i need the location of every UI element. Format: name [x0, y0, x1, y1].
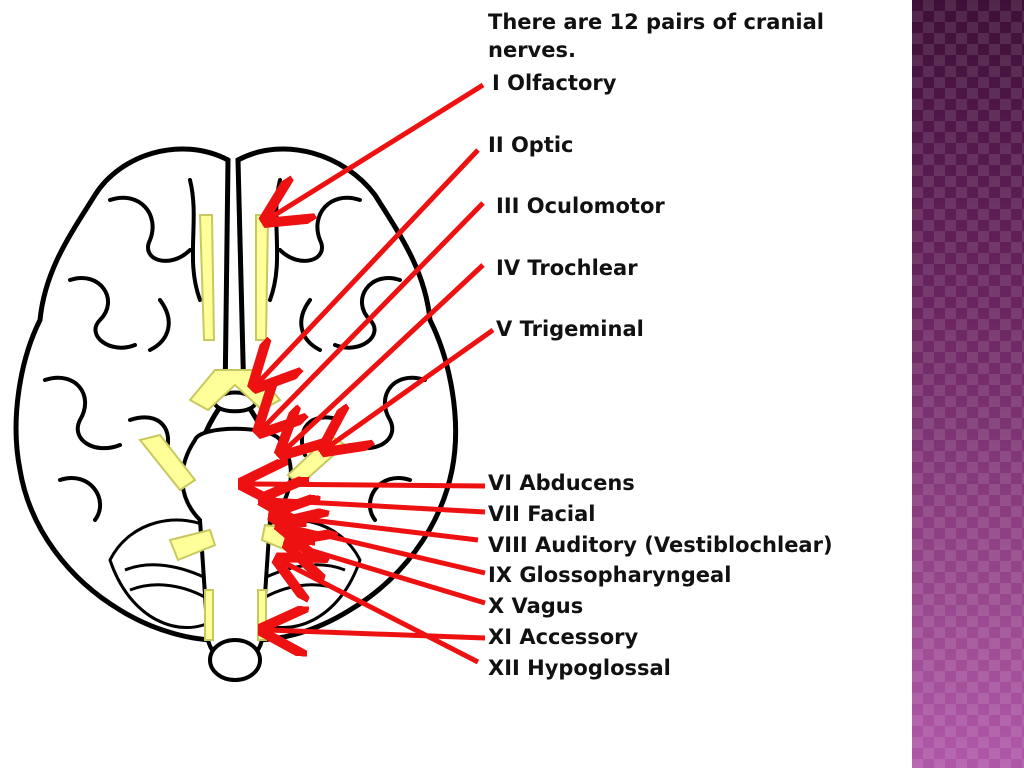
label-glossopharyngeal: IX Glossopharyngeal — [488, 563, 732, 587]
label-facial: VII Facial — [488, 502, 596, 526]
label-vagus: X Vagus — [488, 594, 584, 618]
label-trigeminal: V Trigeminal — [496, 317, 644, 341]
decorative-side-panel — [912, 0, 1024, 768]
label-hypoglossal: XII Hypoglossal — [488, 656, 671, 680]
label-trochlear: IV Trochlear — [496, 256, 638, 280]
label-accessory: XI Accessory — [488, 625, 639, 649]
arrow-oculomotor — [263, 201, 485, 428]
nerve-arrows — [248, 82, 495, 665]
intro-text: There are 12 pairs of cranial nerves. — [488, 10, 824, 62]
label-abducens: VI Abducens — [488, 471, 635, 495]
arrow-optic — [258, 148, 480, 383]
arrow-accessory — [268, 630, 486, 638]
label-olfactory: I Olfactory — [492, 71, 617, 95]
label-auditory: VIII Auditory (Vestiblochlear) — [488, 533, 833, 557]
arrow-abducens — [248, 484, 486, 486]
label-optic: II Optic — [488, 133, 574, 157]
arrow-hypoglossal — [283, 562, 480, 665]
arrow-olfactory — [270, 82, 485, 218]
arrow-trigeminal — [328, 327, 495, 447]
label-oculomotor: III Oculomotor — [496, 194, 665, 218]
brain-diagram — [13, 82, 495, 682]
